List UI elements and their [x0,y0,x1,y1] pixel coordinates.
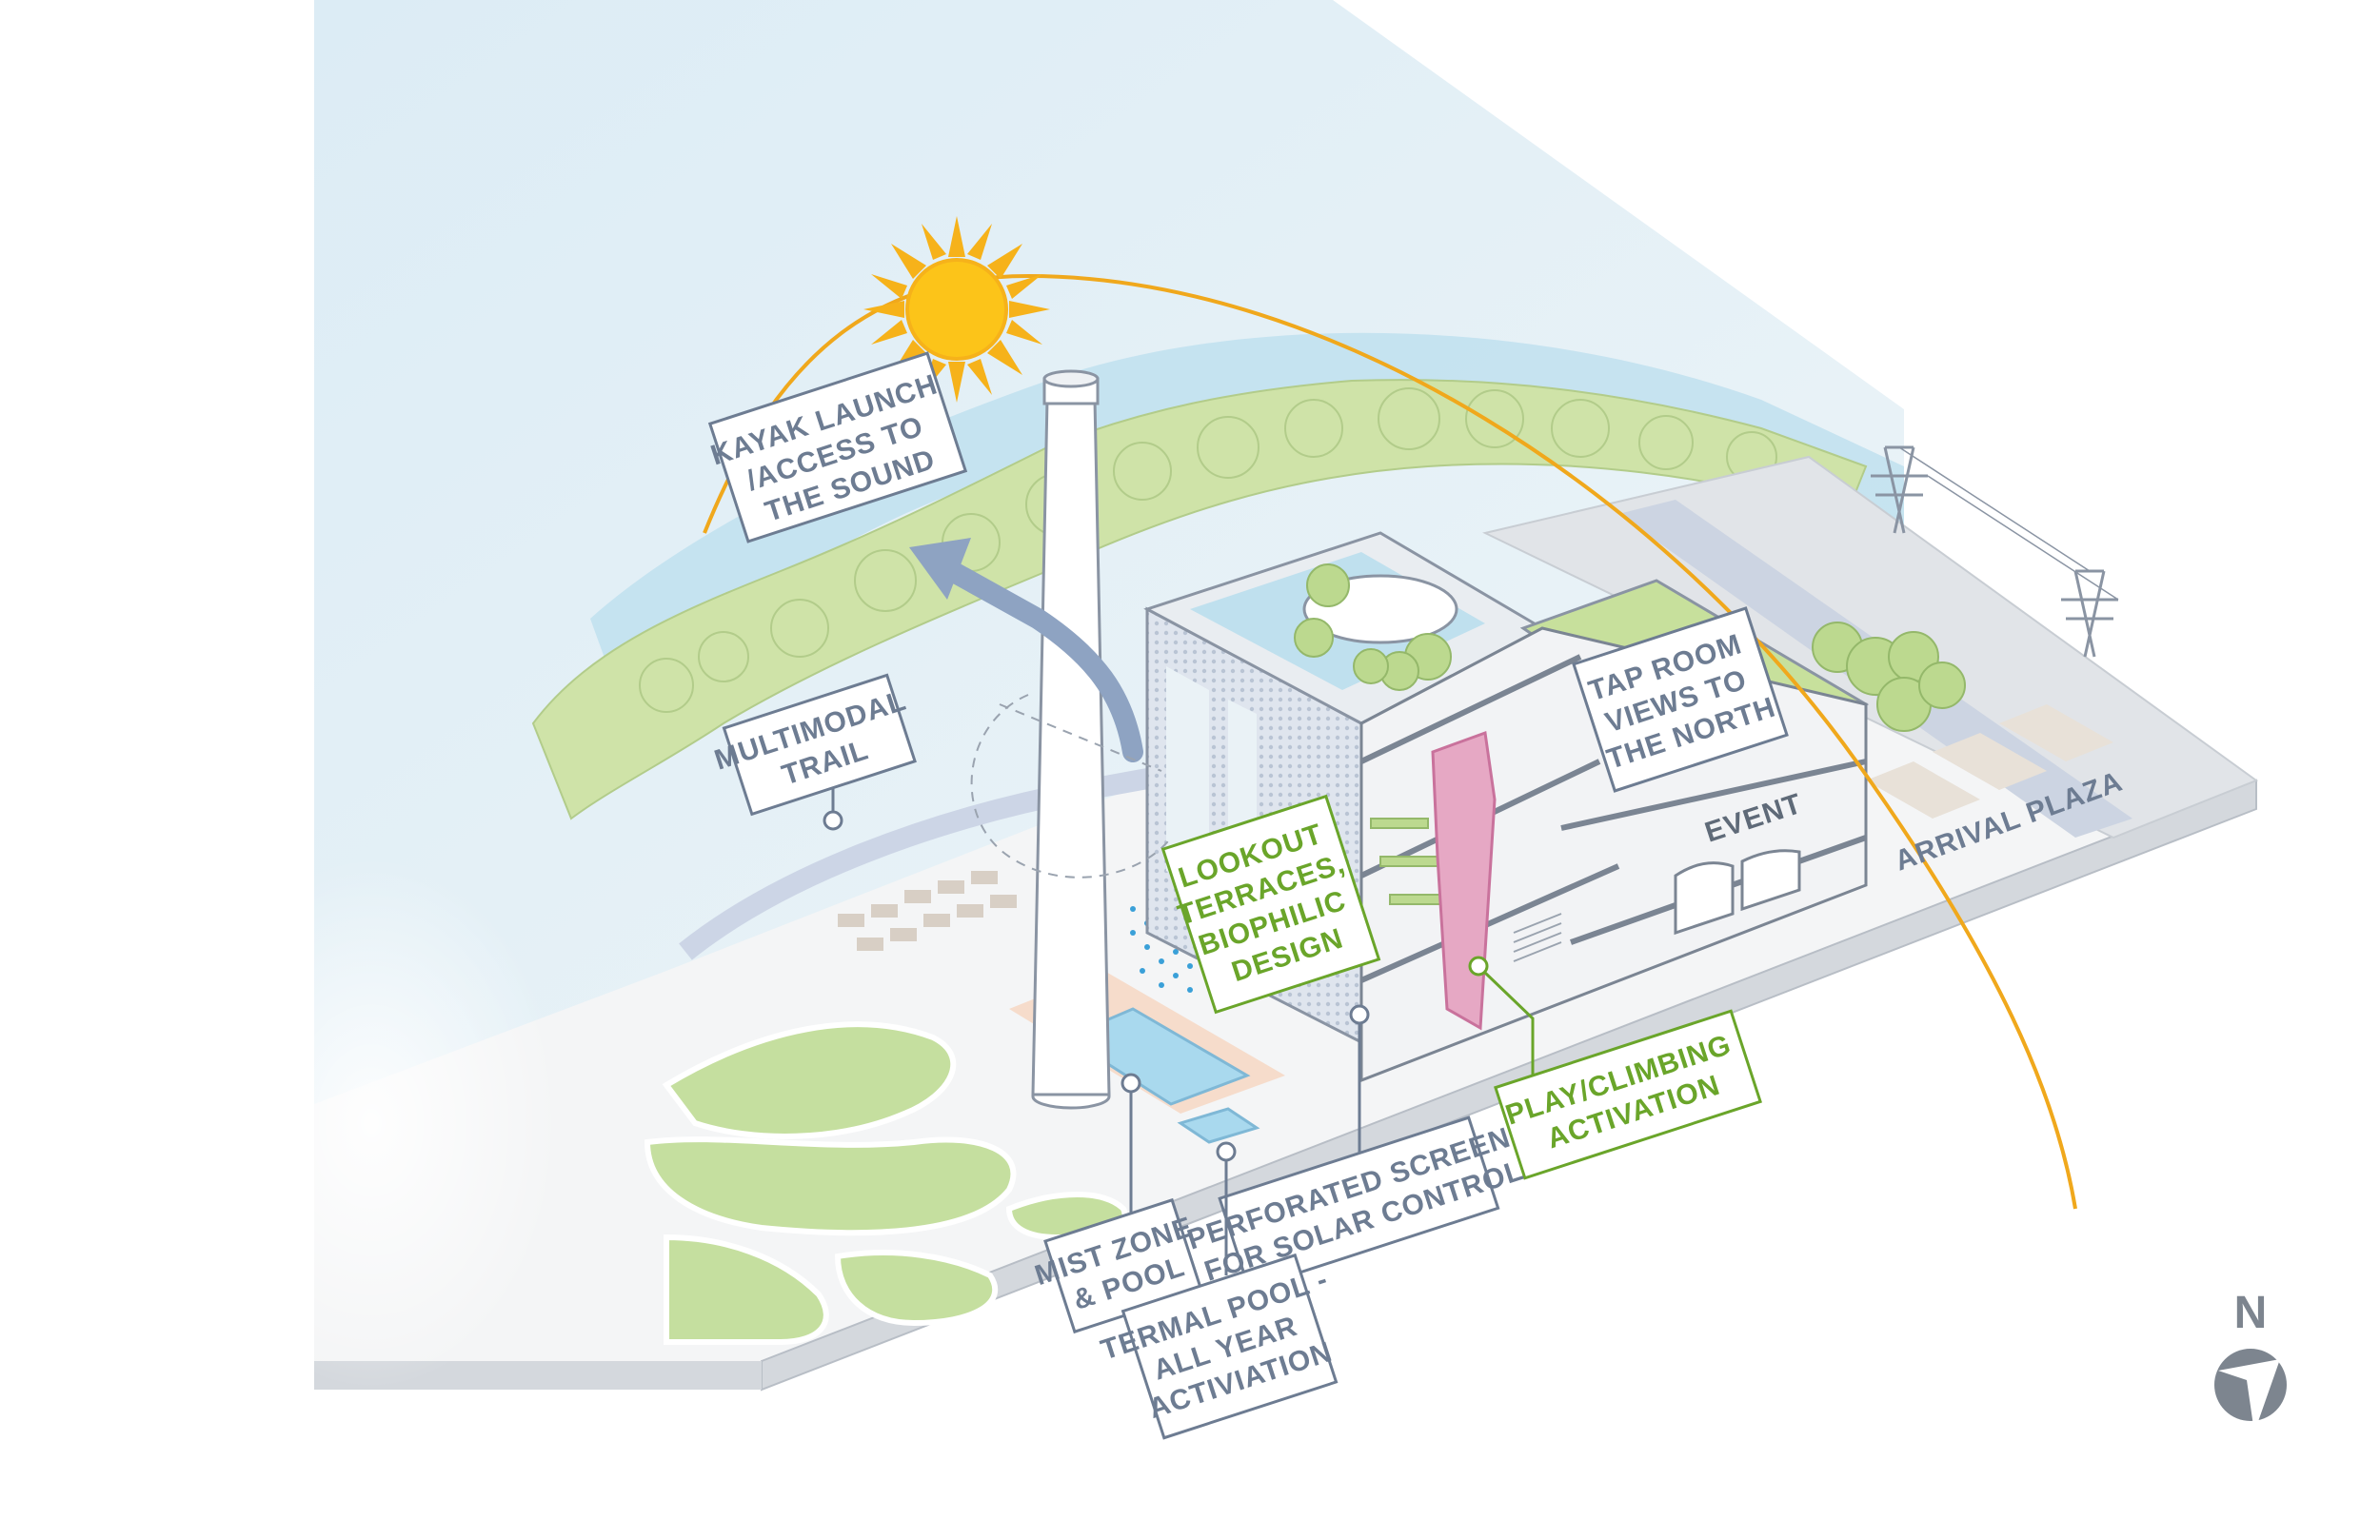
tree-line [531,379,1868,820]
play-climbing-callout: PLAY/CLIMBING ACTIVATION [1468,956,1762,1180]
chimney [1031,369,1111,1110]
kayak-route-arrow-icon [909,538,1143,762]
left-fade [314,857,695,1390]
lookout-terraces-callout: LOOKOUT TERRACES, BIOPHILIC DESIGN [1160,794,1381,1015]
north-arrow: N [2214,1288,2287,1432]
thermal-pool [1177,1107,1260,1144]
north-arrow-icon [2214,1349,2287,1432]
sightline-curve [970,694,1172,879]
transmission-tower-icon [1871,445,2119,658]
seating-steps [838,871,1017,951]
north-label: N [2234,1288,2268,1338]
sun-icon [863,216,1050,403]
sightline-line [999,703,1162,772]
landscape-lawns [644,1021,1128,1345]
climbing-wall [1431,730,1497,1031]
sun-path-arc [703,273,2077,1210]
